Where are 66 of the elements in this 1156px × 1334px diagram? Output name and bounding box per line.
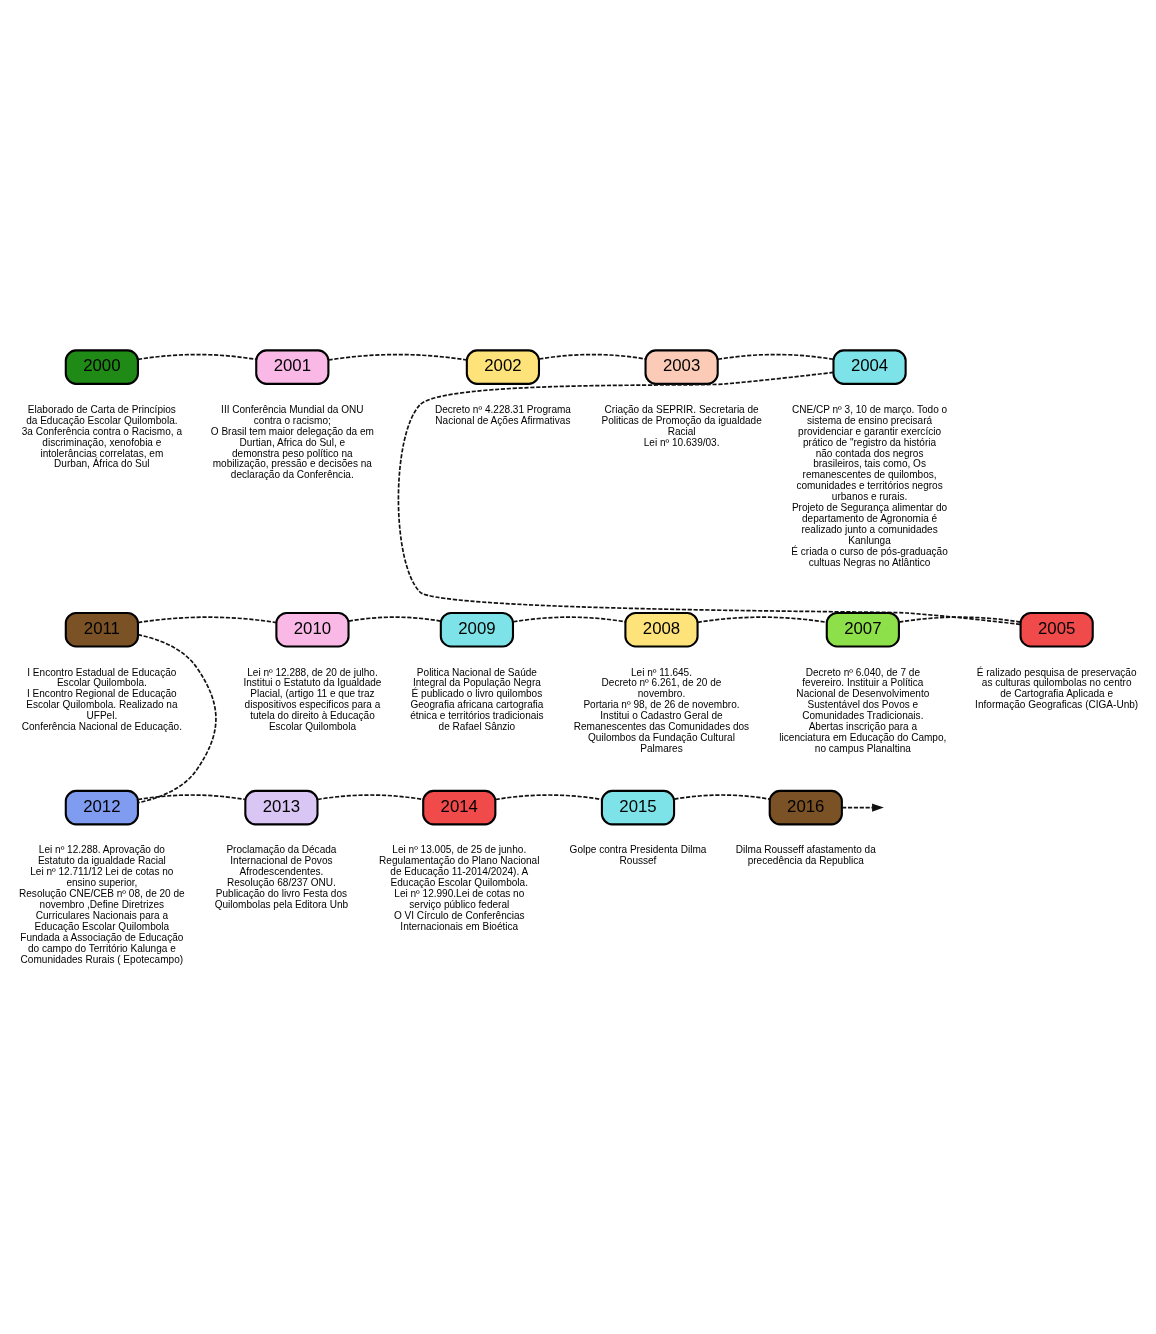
node-label: Conferência Nacional de Educação. [21, 720, 183, 732]
node-label: Lei nº 13.005, de 25 de junho. Regulamentação do Plano Nacional de Educação 11-2014/2024). A Educação Escolar Quilombola. [379, 843, 540, 888]
connector [137, 633, 217, 803]
node-label: Portaria nº 98, de 26 de novembro. Institui o Cadastro Geral de Remanescentes das Comunidades dos Quilombos da Fundação Cultural Palmares [573, 698, 750, 754]
node-label: É publicado o livro quilombos Geografia africana cartografia étnica e territórios tradicionais de Rafael Sânzio [410, 687, 544, 732]
connector [137, 793, 247, 800]
node-label: É criada o curso de pós-graduação cultuas Negras no Atlântico [791, 545, 948, 568]
node-label: I Encontro Estadual de Educação Escolar Quilombola. [27, 666, 177, 688]
node-box: 2009 [439, 611, 515, 648]
node-label: Fundada a Associação de Educação do campo do Território Kalunga e Comunidades Rurais ( Epotecampo) [20, 931, 184, 964]
connector [494, 793, 603, 800]
node-box: 2002 [465, 348, 541, 385]
connector [898, 615, 1022, 623]
node-label: Projeto de Segurança alimentar do departamento de Agronomia é realizado junto a comunidades Kanlunga [791, 501, 948, 546]
connector [696, 615, 828, 623]
node-label: Resolução 68/237 ONU. [226, 876, 336, 888]
node-label: Decreto nº 6.261, de 20 de novembro. [601, 676, 722, 699]
node-label: Golpe contra Presidenta Dilma Roussef [569, 843, 707, 866]
node-box: 2016 [768, 789, 843, 825]
connector [717, 353, 835, 360]
node-label: Lei nº 12.288. Aprovação do Estatuto da igualdade Racial [37, 843, 166, 866]
connector [137, 615, 278, 623]
node-label: 3a Conferência contra o Racismo, a discriminação, xenofobia e intolerâncias correlatas, em Durban, África do Sul [21, 425, 183, 469]
node-box: 2007 [825, 611, 900, 648]
node-label: Lei nº 12.288, de 20 de julho. Institui o Estatuto da Igualdade Placial, (artigo 11 e que traz dispositivos especificos para a tutela do direito à Educação Escolar Quilombola [243, 666, 382, 732]
node-box: 2011 [64, 611, 139, 648]
node-label: CNE/CP nº 3, 10 de março. Todo o sistema de ensino precisará providenciar e garantir exercício prático de "registro da história não contada dos negros brasileiros, tais como, Os remanescentes de quilombos, comunidades e territórios negros urbanos e rurais. [791, 403, 948, 502]
node-box: 2008 [624, 611, 699, 648]
node-box: 2000 [64, 348, 139, 385]
node-label: Lei nº 12.990.Lei de cotas no serviço público federal [394, 887, 525, 910]
node-label: Criação da SEPRIR. Secretaria de Politicas de Promoção da igualdade Racial [601, 403, 762, 437]
node-label: Lei nº 11.645. [630, 666, 692, 678]
node-label: Lei nº 12.711/12 Lei de cotas no ensino superior, [30, 865, 174, 888]
node-label: O Brasil tem maior delegação da em Durtian, Africa do Sul, e demonstra peso político na mobilização, pressão e decisões na declaração da Conferência. [210, 425, 374, 480]
node-label: Decreto nº 6.040, de 7 de fevereiro. Instituir a Política Nacional de Desenvolvimento Sustentável dos Povos e Comunidades Tradicionais. [796, 666, 930, 721]
node-label: Elaborado de Carta de Princípios da Educação Escolar Quilombola. [26, 403, 178, 426]
node-label: Publicação do livro Festa dos Quilombolas pela Editora Unb [214, 887, 349, 910]
node-box: 2003 [644, 348, 719, 385]
node-box: 2001 [255, 348, 330, 385]
connector [673, 793, 771, 800]
node-label: Politica Nacional de Saúde Integral da População Negra [412, 666, 541, 688]
node-label: O VI Círculo de Conferências Internacionais em Bioética [393, 909, 525, 932]
node-box: 2004 [832, 348, 907, 385]
node-label: Lei nº 10.639/03. [643, 436, 720, 448]
node-label: III Conferência Mundial da ONU contra o racismo; [221, 403, 364, 426]
connector [316, 793, 424, 800]
connector [347, 615, 442, 622]
arrow [841, 803, 884, 812]
node-label: Dilma Rousseff afastamento da precedência da Republica [735, 843, 876, 866]
connector [327, 353, 468, 361]
connector [512, 615, 627, 623]
node-box: 2012 [64, 789, 139, 825]
node-box: 2015 [600, 789, 676, 825]
node-label: I Encontro Regional de Educação Escolar Quilombola. Realizado na UFPel. [26, 687, 178, 721]
connector [137, 353, 257, 360]
node-label: Resolução CNE/CEB nº 08, de 20 de novembro ,Define Diretrizes Curriculares Nacionais para a Educação Escolar Quilombola [19, 887, 185, 932]
node-box: 2010 [275, 611, 350, 648]
node-label: Proclamação da Década Internacional de Povos Afrodescendentes. [226, 843, 337, 877]
node-label: É ralizado pesquisa de preservação as culturas quilombolas no centro de Cartografia Aplicada e Informação Geograficas (CIGA-Unb) [975, 666, 1139, 710]
node-box: 2014 [422, 789, 497, 825]
node-box: 2013 [244, 789, 319, 825]
connector [397, 371, 1022, 625]
connector [538, 353, 647, 360]
node-label: Abertas inscrição para a licenciatura em Educação do Campo, no campus Planaltina [779, 720, 947, 754]
node-label: Decreto nº 4.228.31 Programa Nacional de Ações Afirmativas [434, 403, 571, 426]
node-box: 2005 [1019, 611, 1094, 648]
